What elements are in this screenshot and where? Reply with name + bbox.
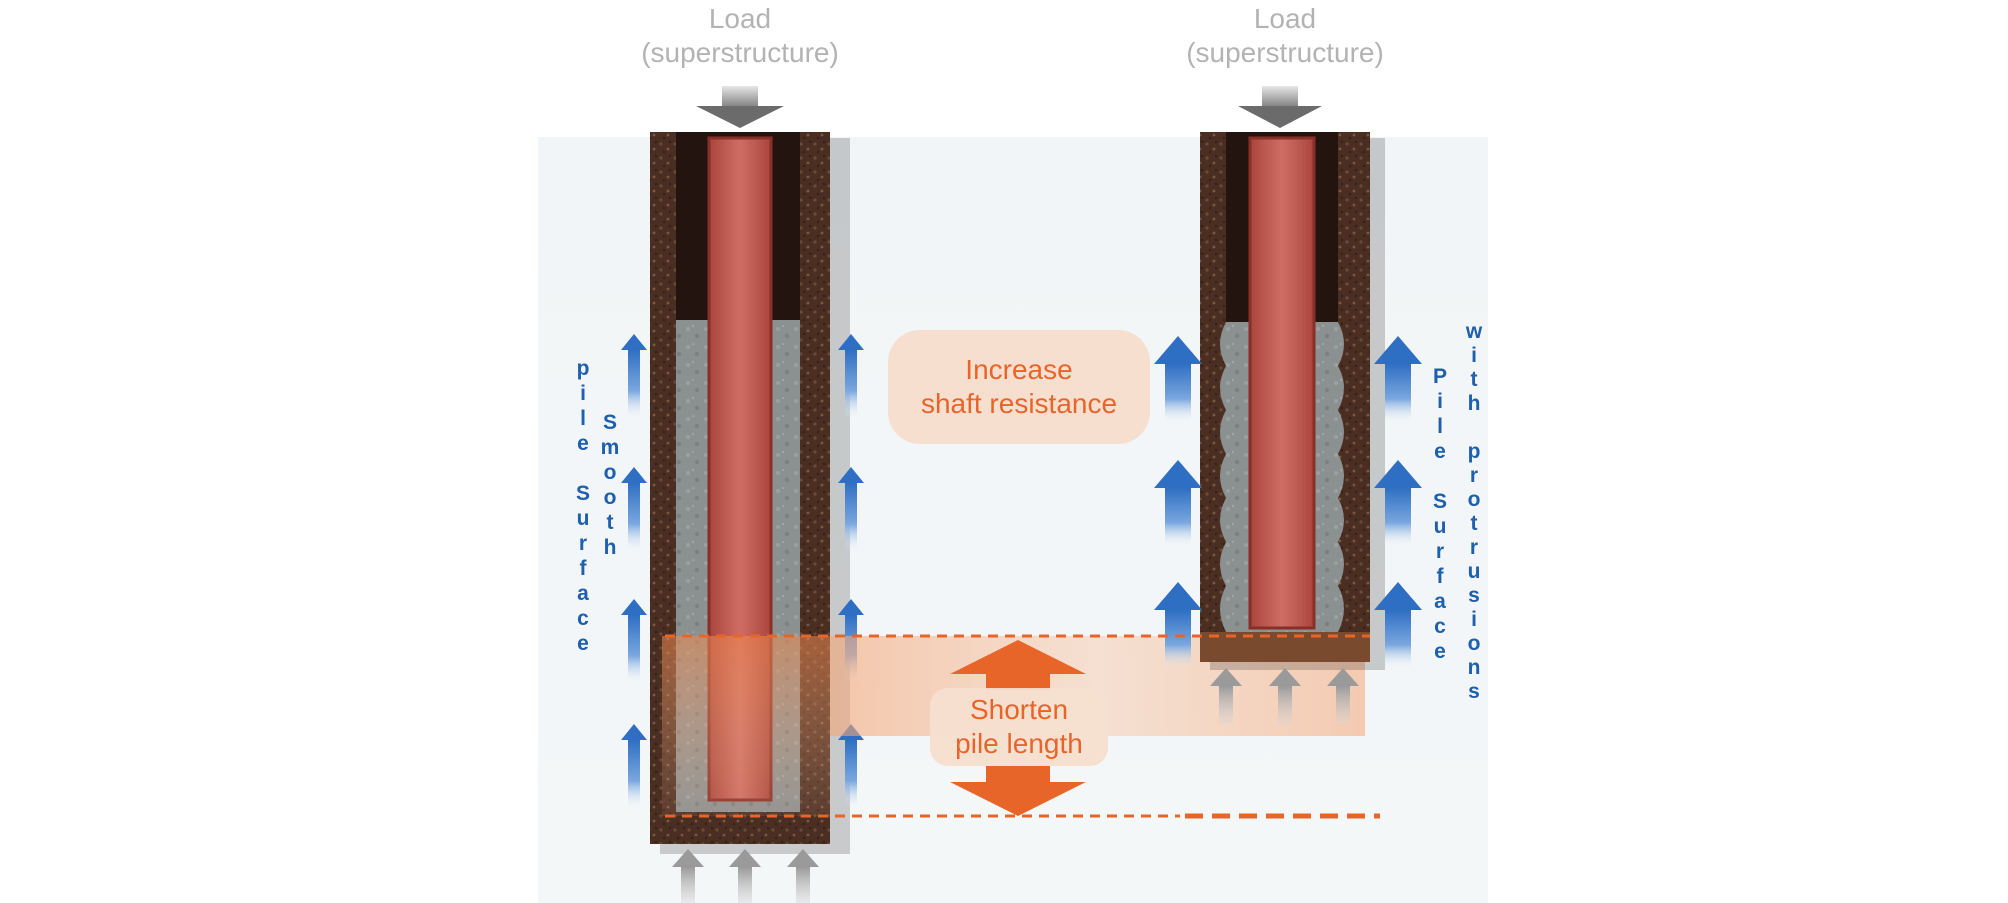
right-load-arrow — [1238, 86, 1322, 128]
right-pile-soil-right-wall — [1338, 132, 1370, 662]
right-pile — [1200, 132, 1385, 670]
shaft-resistance-callout-bg — [888, 330, 1150, 444]
shorten-length-double-arrow — [950, 640, 1086, 816]
right-pile-steel-core — [1248, 136, 1316, 630]
shorten-length-line1: Shorten — [969, 694, 1069, 725]
right-pile-shaft-arrows-right — [1374, 336, 1422, 668]
shorten-length-line2: pile length — [955, 728, 1083, 759]
shorten-length-callout: Shorten pile length — [930, 688, 1108, 766]
left-bottom-resistance-arrows — [672, 849, 819, 903]
left-load-label: Load (superstructure) — [590, 2, 890, 70]
left-pile — [650, 132, 850, 854]
shaft-resistance-callout: Increase shaft resistance — [888, 330, 1150, 444]
shaft-resistance-line2: shaft resistance — [920, 388, 1118, 419]
shorten-length-callout-bg — [930, 688, 1108, 766]
shaft-resistance-line1: Increase — [965, 354, 1073, 385]
right-load-label: Load (superstructure) — [1135, 2, 1435, 70]
left-load-arrow — [696, 86, 784, 128]
left-load-label-line2: (superstructure) — [641, 37, 839, 68]
left-load-label-line1: Load — [708, 3, 772, 34]
left-pile-shaft-arrows-left — [621, 334, 647, 808]
right-load-label-line2: (superstructure) — [1186, 37, 1384, 68]
right-pile-shaft-arrows-left — [1154, 336, 1202, 668]
right-load-label-line1: Load — [1253, 3, 1317, 34]
right-bottom-resistance-arrows — [1210, 668, 1359, 724]
